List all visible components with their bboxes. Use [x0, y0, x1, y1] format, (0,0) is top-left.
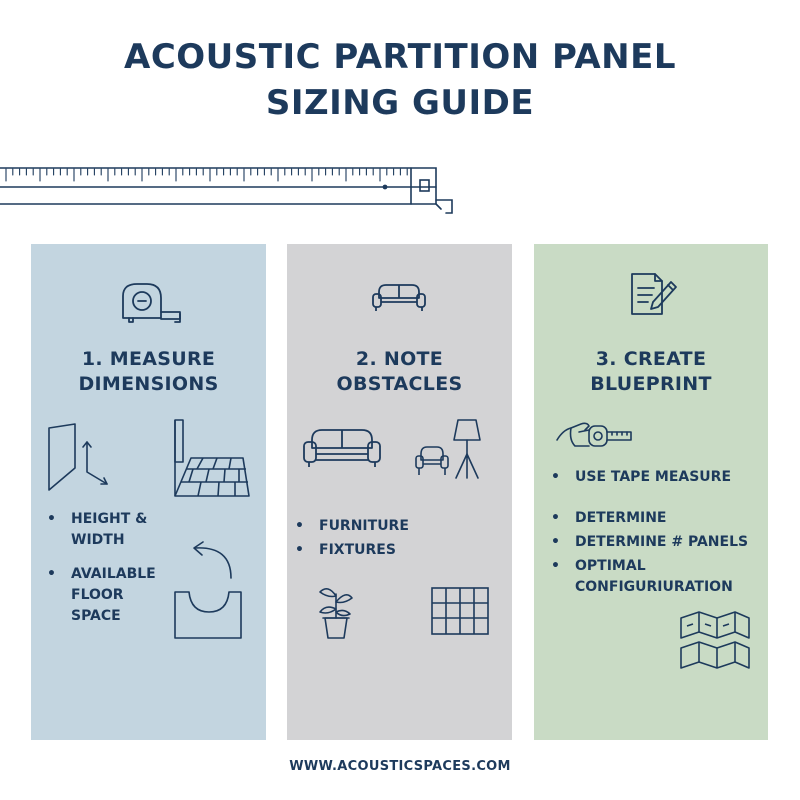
bullet-list: • FURNITURE • FIXTURES — [295, 516, 409, 574]
bullet-dot: • — [551, 558, 560, 574]
sofa-icon — [372, 284, 426, 311]
armchair-icon — [415, 446, 449, 475]
floor-space-icon — [174, 419, 250, 497]
bullet-dot: • — [295, 542, 304, 558]
floor-cutout-icon — [174, 591, 242, 639]
bullet-line: DETERMINE — [575, 510, 667, 526]
bullet-line: SPACE — [71, 608, 121, 624]
bullet-line: USE TAPE MEASURE — [575, 469, 732, 485]
bullet-dot: • — [295, 518, 304, 534]
list-item: • DETERMINE — [551, 508, 766, 529]
curved-arrow-icon — [193, 541, 232, 579]
bullet-line: FIXTURES — [319, 542, 396, 558]
title-line: ACOUSTIC PARTITION PANEL — [124, 37, 676, 77]
list-item: • FIXTURES — [295, 540, 409, 561]
step-card-obstacles: 2. NOTE OBSTACLES • — [287, 244, 512, 740]
list-item: • USE TAPE MEASURE — [551, 467, 766, 488]
list-item: • HEIGHT & WIDTH — [47, 509, 156, 551]
floor-lamp-icon — [453, 419, 481, 479]
wall-dimensions-icon — [48, 423, 108, 491]
bullet-dot: • — [551, 510, 560, 526]
bullet-line: WIDTH — [71, 532, 125, 548]
heading-line: 3. CREATE — [595, 348, 707, 370]
bullet-line: FLOOR — [71, 587, 124, 603]
bullet-dot: • — [47, 511, 56, 527]
bullet-list: • HEIGHT & WIDTH • AVAILABLE FLOOR SPACE — [47, 509, 156, 640]
step-heading: 3. CREATE BLUEPRINT — [534, 347, 768, 397]
step-heading: 2. NOTE OBSTACLES — [287, 347, 512, 397]
bullet-line: CONFIGURIURATION — [575, 579, 733, 595]
bullet-line: FURNITURE — [319, 518, 409, 534]
bullet-dot: • — [551, 469, 560, 485]
page-title: ACOUSTIC PARTITION PANEL SIZING GUIDE — [0, 34, 800, 126]
potted-plant-icon — [319, 588, 353, 639]
bullet-line: AVAILABLE — [71, 566, 156, 582]
heading-line: 1. MEASURE — [81, 348, 216, 370]
heading-line: OBSTACLES — [336, 373, 463, 395]
footer-website-link[interactable]: WWW.ACOUSTICSPACES.COM — [289, 759, 511, 774]
step-card-measure: 1. MEASURE DIMENSIONS • HEIGHT & WIDTH — [31, 244, 266, 740]
list-item: • AVAILABLE FLOOR SPACE — [47, 564, 156, 627]
step-card-blueprint: 3. CREATE BLUEPRINT • USE TAPE MEASURE •… — [534, 244, 768, 740]
bullet-line: HEIGHT & — [71, 511, 148, 527]
document-pencil-icon — [631, 273, 677, 315]
bullet-dot: • — [47, 566, 56, 582]
bullet-list: • USE TAPE MEASURE • DETERMINE • DETERMI… — [551, 467, 766, 601]
window-grid-icon — [431, 587, 489, 635]
sofa-icon — [303, 429, 381, 467]
tape-measure-icon — [122, 283, 181, 323]
heading-line: BLUEPRINT — [590, 373, 712, 395]
list-item: • DETERMINE # PANELS — [551, 532, 766, 553]
ruler-icon — [0, 167, 453, 214]
bullet-dot: • — [551, 534, 560, 550]
bullet-line: OPTIMAL — [575, 558, 646, 574]
hand-tape-measure-icon — [556, 422, 632, 447]
heading-line: DIMENSIONS — [78, 373, 219, 395]
title-line: SIZING GUIDE — [265, 83, 535, 123]
list-item: • FURNITURE — [295, 516, 409, 537]
list-item: • OPTIMAL CONFIGURIURATION — [551, 556, 766, 598]
folding-panels-icon — [680, 611, 750, 669]
step-heading: 1. MEASURE DIMENSIONS — [31, 347, 266, 397]
heading-line: 2. NOTE — [355, 348, 444, 370]
bullet-line: DETERMINE # PANELS — [575, 534, 749, 550]
